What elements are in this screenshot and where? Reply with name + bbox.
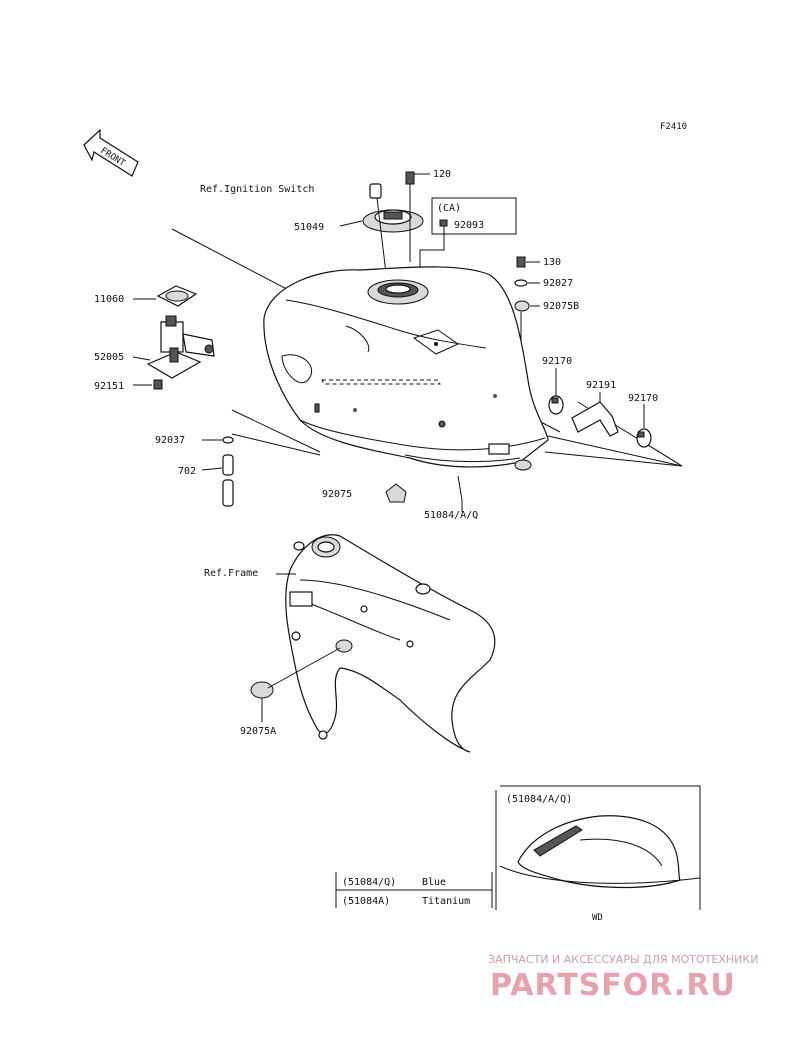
damper-92075a-part bbox=[250, 681, 274, 699]
washer-92027-part bbox=[514, 279, 528, 287]
part-label-130: 130 bbox=[543, 257, 561, 268]
reference-line bbox=[231, 433, 321, 456]
color-table-part: (51084/Q) bbox=[342, 877, 396, 888]
figure-code: F2410 bbox=[660, 122, 687, 132]
clamp-92037-part bbox=[222, 436, 234, 444]
part-label-92037: 92037 bbox=[155, 435, 185, 446]
fuel-cap-part bbox=[362, 183, 424, 233]
front-arrow-icon: FRONT bbox=[83, 128, 139, 177]
bolt-120-part bbox=[405, 171, 415, 185]
hose-clamp-92170-part bbox=[636, 428, 652, 448]
part-label-51084aq: 51084/A/Q bbox=[424, 510, 478, 521]
damper-92075-part bbox=[385, 483, 407, 503]
part-92093-icon bbox=[439, 219, 448, 227]
reference-line bbox=[231, 409, 321, 453]
part-label-92093: 92093 bbox=[454, 220, 484, 231]
ref-frame-label: Ref.Frame bbox=[204, 568, 258, 579]
part-label-92151: 92151 bbox=[94, 381, 124, 392]
ca-variant-box bbox=[431, 197, 517, 235]
watermark-tagline: ЗАПЧАСТИ И АКСЕССУАРЫ ДЛЯ МОТОТЕХНИКИ bbox=[488, 953, 758, 966]
part-label-92191: 92191 bbox=[586, 380, 616, 391]
ca-label: (CA) bbox=[437, 203, 461, 214]
reference-line bbox=[544, 451, 683, 467]
part-label-11060: 11060 bbox=[94, 294, 124, 305]
ref-ignition-switch-label: Ref.Ignition Switch bbox=[200, 184, 314, 195]
color-table-part: (51084A) bbox=[342, 896, 390, 907]
color-table-color: Blue bbox=[422, 877, 446, 888]
bolt-130-part bbox=[516, 256, 526, 268]
frame-part bbox=[285, 534, 496, 753]
inset-code: WD bbox=[592, 913, 603, 923]
variant-inset: (51084/A/Q) WD bbox=[495, 785, 701, 923]
part-label-120: 120 bbox=[433, 169, 451, 180]
color-table: (51084/Q) Blue (51084A) Titanium bbox=[335, 872, 493, 908]
damper-92075b-part bbox=[514, 300, 530, 312]
hose-702-part bbox=[222, 454, 234, 476]
part-label-92170-b: 92170 bbox=[628, 393, 658, 404]
color-table-color: Titanium bbox=[422, 896, 470, 907]
part-label-92170-a: 92170 bbox=[542, 356, 572, 367]
part-label-92075: 92075 bbox=[322, 489, 352, 500]
part-label-92075b: 92075B bbox=[543, 301, 579, 312]
reference-line bbox=[547, 435, 683, 467]
part-label-92027: 92027 bbox=[543, 278, 573, 289]
hose-702-part bbox=[222, 479, 234, 507]
inset-title: (51084/A/Q) bbox=[506, 794, 572, 805]
part-label-51049: 51049 bbox=[294, 222, 324, 233]
part-label-92075a: 92075A bbox=[240, 726, 276, 737]
hose-92191-part bbox=[571, 401, 619, 437]
part-label-52005: 52005 bbox=[94, 352, 124, 363]
part-label-702: 702 bbox=[178, 466, 196, 477]
fuel-tank-part bbox=[263, 266, 549, 471]
hose-clamp-92170-part bbox=[548, 395, 564, 415]
watermark-brand: PARTSFOR.RU bbox=[490, 968, 736, 1003]
bolt-92151-part bbox=[153, 379, 163, 390]
fuel-pump-part bbox=[146, 285, 215, 379]
